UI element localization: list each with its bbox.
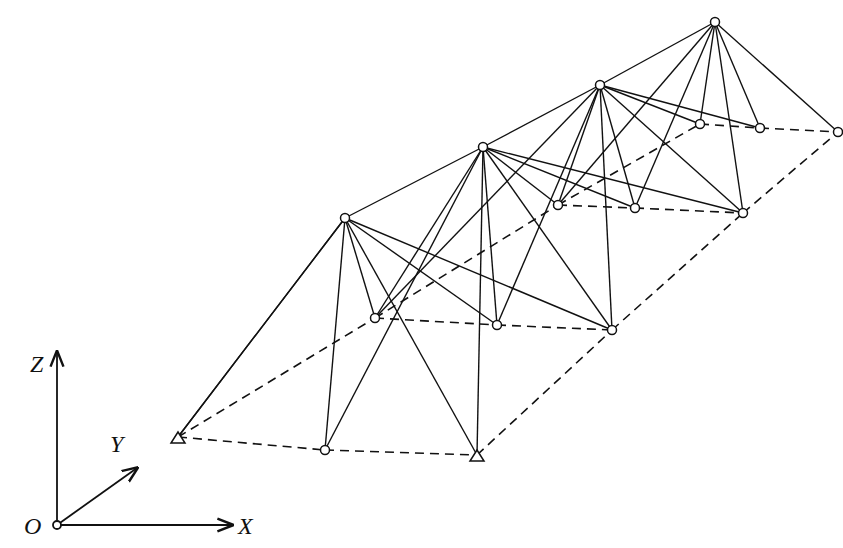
truss-bar xyxy=(558,22,715,205)
pin-support xyxy=(470,450,484,461)
truss-bar xyxy=(345,218,375,318)
base-edge xyxy=(477,330,612,455)
joint xyxy=(341,214,350,223)
base-edge xyxy=(325,450,477,455)
base-edge xyxy=(760,128,838,132)
truss-bar xyxy=(325,218,345,450)
base-edge xyxy=(558,205,635,208)
truss-bar xyxy=(715,22,743,213)
truss-bar xyxy=(483,147,743,213)
truss-bar xyxy=(477,147,483,455)
joint xyxy=(596,81,605,90)
base-edge xyxy=(558,124,700,205)
truss-bar xyxy=(715,22,838,132)
coordinate-axes xyxy=(53,352,232,529)
truss-bar xyxy=(345,218,477,455)
axis-label: X xyxy=(238,514,253,538)
base-edge xyxy=(178,437,325,450)
axis-label: Z xyxy=(30,352,43,376)
pin-support xyxy=(171,432,185,443)
truss-joints xyxy=(171,18,843,462)
base-edge xyxy=(497,325,612,330)
joint xyxy=(756,124,765,133)
joint xyxy=(493,321,502,330)
truss-bar xyxy=(178,218,345,437)
axis-label: O xyxy=(24,514,41,538)
truss-bar xyxy=(497,85,600,325)
truss-bar xyxy=(715,22,760,128)
joint xyxy=(631,204,640,213)
joint xyxy=(739,209,748,218)
joint xyxy=(554,201,563,210)
axis-label: Y xyxy=(110,432,123,456)
truss-bar xyxy=(345,147,483,218)
joint xyxy=(711,18,720,27)
joint xyxy=(479,143,488,152)
truss-bar xyxy=(483,147,635,208)
base-edge xyxy=(743,132,838,213)
truss-bar xyxy=(375,85,600,318)
truss-bar xyxy=(483,85,600,147)
truss-bar xyxy=(483,147,497,325)
truss-bar xyxy=(325,147,483,450)
truss-bar xyxy=(178,218,345,437)
truss-members xyxy=(178,22,838,455)
joint xyxy=(321,446,330,455)
truss-bar xyxy=(558,85,600,205)
truss-bar xyxy=(600,22,715,85)
truss-bar xyxy=(700,22,715,124)
joint xyxy=(608,326,617,335)
joint xyxy=(834,128,843,137)
truss-bar xyxy=(483,147,558,205)
truss-bar xyxy=(635,22,715,208)
base-edge xyxy=(178,318,375,437)
base-edge xyxy=(612,213,743,330)
truss-bar xyxy=(375,147,483,318)
joint xyxy=(696,120,705,129)
truss-bar xyxy=(600,85,635,208)
truss-bar xyxy=(600,85,760,128)
joint xyxy=(371,314,380,323)
